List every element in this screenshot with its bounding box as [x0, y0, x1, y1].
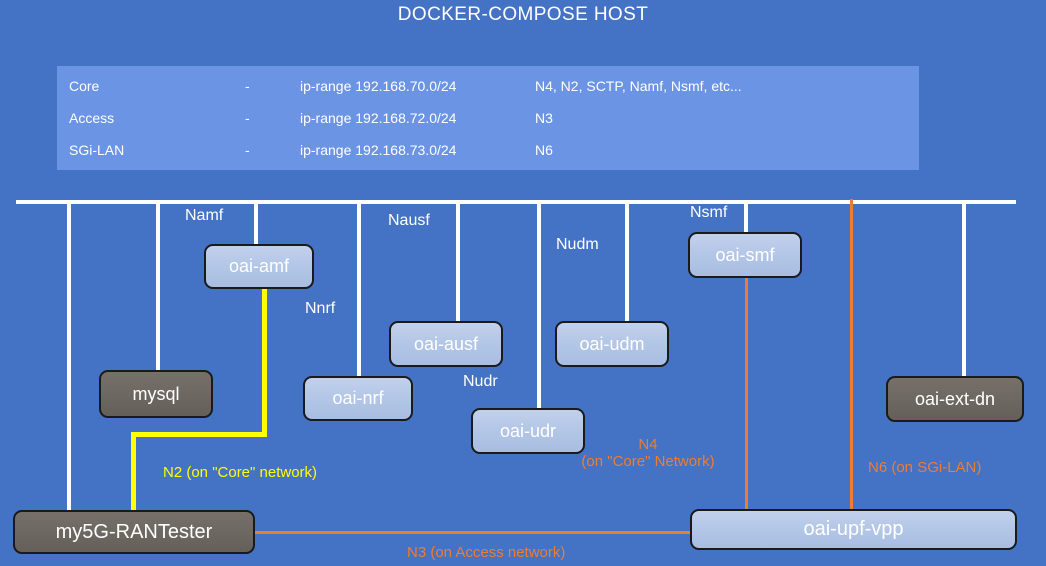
info-dash: -: [245, 78, 250, 94]
connector-mysql: [156, 200, 160, 370]
interface-label-nudm: Nudm: [556, 236, 599, 253]
info-network-name: Access: [69, 110, 115, 126]
interface-label-nausf: Nausf: [388, 212, 430, 229]
node-label: oai-smf: [715, 244, 775, 265]
node-oai-amf[interactable]: oai-amf: [204, 244, 314, 289]
info-ip-range: ip-range 192.168.73.0/24: [300, 142, 457, 158]
network-info-panel: Core - ip-range 192.168.70.0/24 N4, N2, …: [57, 66, 919, 170]
node-oai-nrf[interactable]: oai-nrf: [303, 376, 413, 421]
node-oai-ausf[interactable]: oai-ausf: [389, 321, 503, 367]
interface-label-namf: Namf: [185, 207, 224, 224]
node-oai-upf-vpp[interactable]: oai-upf-vpp: [690, 509, 1017, 550]
node-label: my5G-RANTester: [55, 520, 213, 543]
node-label: oai-amf: [228, 256, 290, 276]
node-label: oai-ext-dn: [914, 388, 996, 409]
info-ip-range: ip-range 192.168.72.0/24: [300, 110, 457, 126]
info-dash: -: [245, 110, 250, 126]
n2-link-segment-down: [262, 288, 267, 436]
interface-label-nudr: Nudr: [463, 373, 498, 390]
network-label-n4-line1: N4: [638, 436, 658, 453]
connector-namf: [254, 200, 258, 244]
info-dash: -: [245, 142, 250, 158]
node-oai-smf[interactable]: oai-smf: [688, 232, 802, 278]
node-label: oai-udm: [579, 333, 645, 354]
node-label: oai-ausf: [413, 333, 479, 354]
node-label: mysql: [132, 383, 180, 404]
info-row-sgilan: SGi-LAN - ip-range 192.168.73.0/24 N6: [57, 142, 919, 174]
interface-label-nsmf: Nsmf: [690, 204, 728, 221]
node-label: oai-upf-vpp: [803, 518, 904, 540]
n2-link-segment-left: [131, 432, 267, 437]
connector-nausf: [456, 200, 460, 321]
node-oai-ext-dn[interactable]: oai-ext-dn: [886, 376, 1024, 422]
node-oai-udr[interactable]: oai-udr: [471, 408, 585, 454]
n3-link: [255, 531, 691, 534]
network-label-n4: N4 (on "Core" Network): [555, 436, 741, 470]
connector-nudm: [625, 200, 629, 321]
connector-ext-dn: [962, 200, 966, 376]
node-label: oai-nrf: [332, 388, 384, 408]
info-ip-range: ip-range 192.168.70.0/24: [300, 78, 457, 94]
node-label: oai-udr: [499, 420, 557, 441]
info-interfaces: N4, N2, SCTP, Namf, Nsmf, etc...: [535, 78, 742, 94]
info-row-access: Access - ip-range 192.168.72.0/24 N3: [57, 110, 919, 142]
n2-link-segment-to-rantester: [131, 432, 136, 512]
n4-link: [745, 278, 748, 510]
node-my5g-rantester[interactable]: my5G-RANTester: [13, 510, 255, 554]
connector-nnrf: [357, 200, 361, 376]
connector-nsmf: [744, 200, 748, 232]
n6-link: [850, 199, 853, 510]
connector-rantester-sctp: [67, 200, 71, 512]
network-label-n3: N3 (on Access network): [407, 544, 566, 561]
info-network-name: SGi-LAN: [69, 142, 125, 158]
network-label-n2: N2 (on "Core" network): [163, 464, 318, 481]
core-network-bus: [16, 200, 1016, 204]
page-title: DOCKER-COMPOSE HOST: [397, 4, 649, 25]
network-label-n6: N6 (on SGi-LAN): [868, 459, 982, 476]
info-network-name: Core: [69, 78, 100, 94]
node-mysql[interactable]: mysql: [99, 370, 213, 418]
info-row-core: Core - ip-range 192.168.70.0/24 N4, N2, …: [57, 78, 919, 110]
interface-label-nnrf: Nnrf: [305, 300, 336, 317]
info-interfaces: N3: [535, 110, 553, 126]
connector-nudr: [537, 200, 541, 408]
node-oai-udm[interactable]: oai-udm: [555, 321, 669, 367]
network-label-n4-line2: (on "Core" Network): [581, 453, 715, 470]
info-interfaces: N6: [535, 142, 553, 158]
